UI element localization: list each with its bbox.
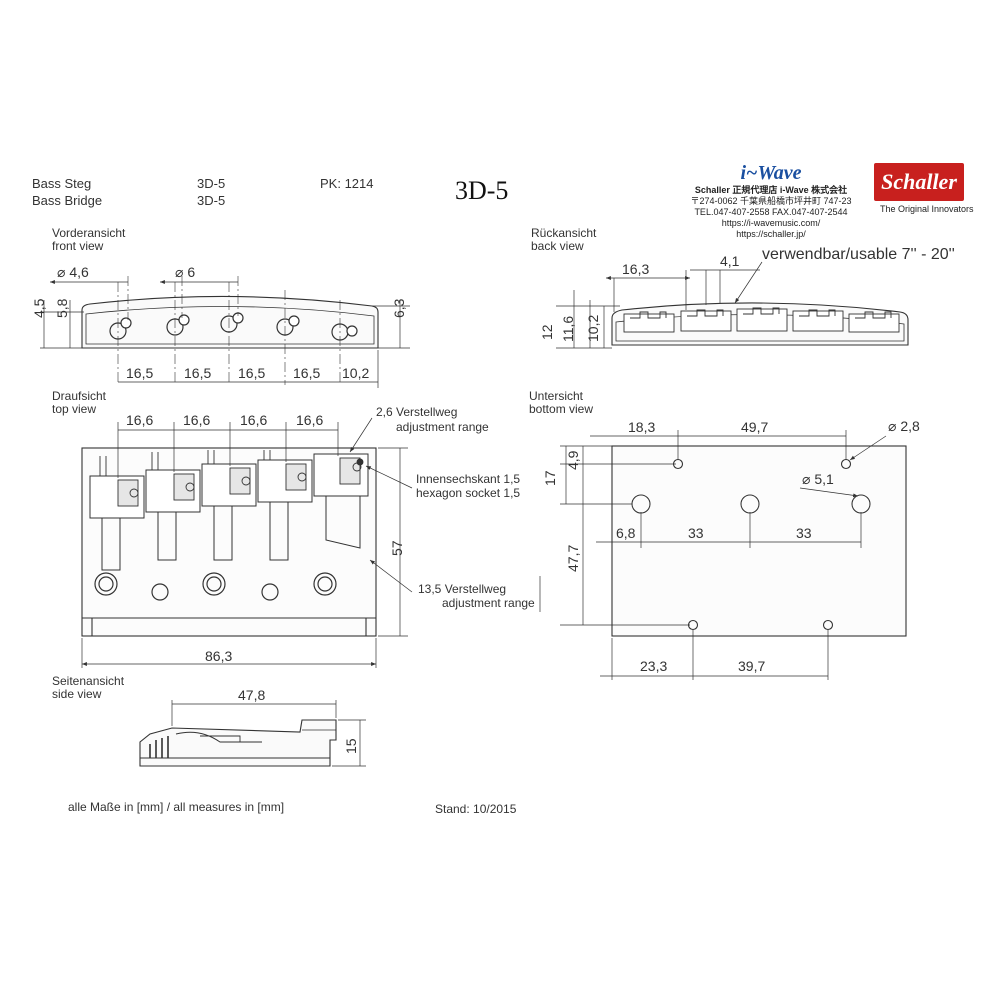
adj-large-en: adjustment range [442,596,535,610]
top-view-drawing [81,417,541,668]
bottom-bot-1: 23,3 [640,658,667,674]
product-name-de: Bass Steg [32,176,92,191]
bottom-view-drawing [560,430,907,680]
bottom-mid-1: 6,8 [616,525,636,541]
bottom-top-2: 49,7 [741,419,768,435]
front-end-dim: 10,2 [342,365,369,381]
back-view-en: back view [531,239,584,253]
side-height: 15 [343,738,359,754]
top-string-holes [94,572,337,601]
front-view-en: front view [52,239,104,253]
bottom-top-1: 18,3 [628,419,655,435]
front-height-2: 5,8 [54,298,70,318]
adj-large-de: 13,5 Verstellweg [418,582,506,596]
bottom-v-2: 4,9 [565,450,581,470]
side-view-label: Seitenansicht side view [52,675,124,701]
front-spacing-3: 16,5 [238,365,265,381]
back-view-label: Rückansicht back view [531,227,596,253]
dealer-block: i~Wave Schaller 正規代理店 i-Wave 株式会社 〒274-0… [686,162,856,240]
top-view-en: top view [52,402,97,416]
back-width-2: 4,1 [720,253,740,269]
adj-small-de: 2,6 Verstellweg [376,405,457,419]
product-name-en: Bass Bridge [32,193,103,208]
top-screws [117,457,364,507]
model-number-2: 3D-5 [197,193,226,208]
drawing-title: 3D-5 [455,176,509,205]
top-view-label: Draufsicht top view [52,390,106,416]
bottom-v-1: 17 [542,470,558,486]
adj-small-en: adjustment range [396,420,489,434]
hex-socket-en: hexagon socket 1,5 [416,486,520,500]
dealer-line-1: Schaller 正規代理店 i-Wave 株式会社 [694,185,848,195]
back-height-3: 10,2 [585,315,601,342]
back-view-de: Rückansicht [531,226,597,240]
front-spacing-2: 16,5 [184,365,211,381]
bottom-view-label: Untersicht bottom view [529,390,593,416]
top-spacing-1: 16,6 [126,412,153,428]
side-length: 47,8 [238,687,265,703]
front-dia-large: ⌀ 6 [175,264,195,280]
front-spacing-1: 16,5 [126,365,153,381]
bottom-mid-2: 33 [688,525,704,541]
bottom-dia-large: ⌀ 5,1 [802,471,834,487]
side-view-drawing [139,700,366,767]
brand-logo-text: Schaller [881,169,957,194]
dealer-line-3: TEL.047-407-2558 FAX.047-407-2544 [694,207,848,217]
top-spacing-3: 16,6 [240,412,267,428]
front-holes [109,312,358,341]
back-saddles [623,307,900,333]
back-view-drawing [556,261,909,349]
bottom-bot-2: 39,7 [738,658,765,674]
dealer-logo: i~Wave [740,162,802,184]
back-width-1: 16,3 [622,261,649,277]
side-view-de: Seitenansicht [52,674,125,688]
front-height-3: 6,3 [391,298,407,318]
front-view-label: Vorderansicht front view [52,227,125,253]
back-height-1: 12 [539,324,555,340]
side-view-en: side view [52,687,102,701]
measures-note: alle Maße in [mm] / all measures in [mm] [68,800,285,814]
back-height-2: 11,6 [560,316,576,342]
pk-number: PK: 1214 [320,176,374,191]
bottom-dia-small: ⌀ 2,8 [888,418,920,434]
front-view-de: Vorderansicht [52,226,126,240]
top-view-de: Draufsicht [52,389,107,403]
front-spacing-4: 16,5 [293,365,320,381]
front-height-1: 4,5 [31,298,47,318]
top-posts [99,450,271,476]
top-spacing-2: 16,6 [183,412,210,428]
top-width: 86,3 [205,648,232,664]
model-number-1: 3D-5 [197,176,226,191]
dealer-line-5: https://schaller.jp/ [736,229,806,239]
bottom-view-en: bottom view [529,402,594,416]
dealer-line-4: https://i-wavemusic.com/ [721,218,821,228]
bottom-view-de: Untersicht [529,389,584,403]
hex-socket-de: Innensechskant 1,5 [416,472,520,486]
bottom-v-3: 47,7 [565,545,581,572]
usable-note: verwendbar/usable 7'' - 20'' [762,246,955,263]
brand-logo: Schaller [874,163,964,201]
top-spacing-4: 16,6 [296,412,323,428]
bottom-mid-3: 33 [796,525,812,541]
revision-date: Stand: 10/2015 [435,802,517,816]
brand-tagline: The Original Innovators [880,204,974,214]
front-view-drawing [40,276,410,388]
dealer-line-2: 〒274-0062 千葉県船橋市坪井町 747-23 [690,196,852,206]
front-dia-small: ⌀ 4,6 [57,264,89,280]
top-height: 57 [389,540,405,556]
